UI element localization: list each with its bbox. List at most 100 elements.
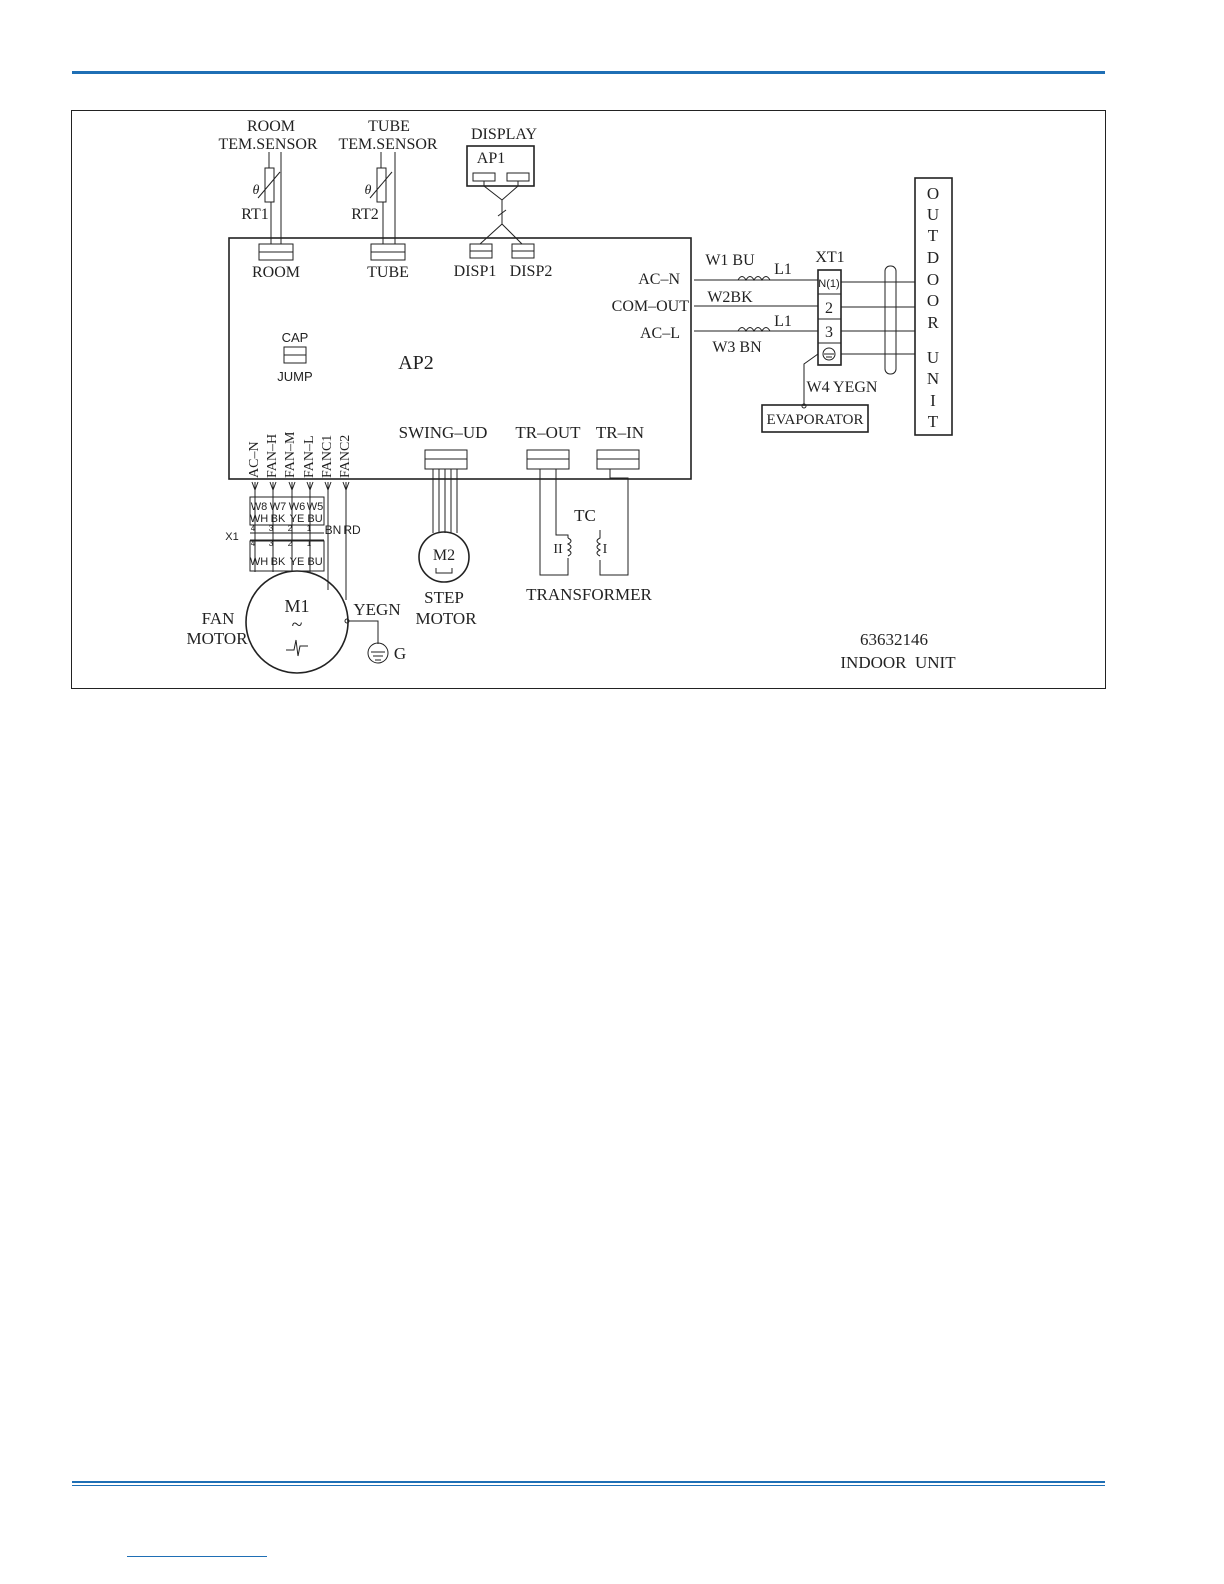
svg-text:YE: YE (290, 513, 305, 525)
wire-w4-label: W4 YEGN (807, 379, 878, 396)
tube-connector-label: TUBE (367, 264, 409, 281)
unit-label: INDOOR UNIT (840, 653, 956, 672)
svg-text:BK: BK (271, 556, 286, 568)
svg-text:BK: BK (271, 513, 286, 525)
header-rule (72, 71, 1105, 74)
tc-label: TC (574, 506, 596, 525)
outdoor-letter: O (927, 291, 939, 310)
cap-jumper: CAP JUMP (277, 330, 312, 384)
svg-text:W6: W6 (289, 501, 306, 513)
pin-fanc2-label: FANC2 (338, 435, 353, 478)
svg-text:~: ~ (292, 614, 303, 636)
x1-label: X1 (225, 531, 238, 543)
step-motor: M2 STEP MOTOR (415, 531, 477, 628)
tube-sensor-subtitle: TEM.SENSOR (338, 136, 437, 153)
disp2-label: DISP2 (510, 263, 553, 280)
terminal-3-label: 3 (825, 324, 833, 341)
svg-text:W5: W5 (307, 501, 324, 513)
part-number: 63632146 (860, 630, 928, 649)
diagram-frame (71, 110, 1106, 689)
jump-label: JUMP (277, 369, 312, 384)
svg-text:1: 1 (307, 539, 312, 548)
xt1-terminal-block: XT1 N(1) 2 3 (815, 249, 915, 375)
power-wires: W1 BU L1 W2BK L1 W3 BN (694, 252, 818, 356)
room-sensor-rt: RT1 (241, 206, 268, 223)
disp1-connector: DISP1 (454, 243, 497, 280)
svg-text:4: 4 (251, 524, 256, 533)
svg-text:3: 3 (269, 539, 274, 548)
svg-text:W7: W7 (270, 501, 287, 513)
outdoor-letter: T (928, 412, 939, 431)
outdoor-letter: I (930, 391, 936, 410)
display-board-name: AP1 (477, 150, 505, 167)
primary-winding-label: I (603, 542, 608, 557)
svg-text:BU: BU (307, 556, 322, 568)
room-connector-label: ROOM (252, 264, 300, 281)
m1-label: M1 (284, 596, 309, 616)
tr-in-label: TR–IN (596, 423, 644, 442)
outdoor-letter: R (927, 313, 939, 332)
tube-connector: TUBE (367, 243, 409, 281)
fan-motor: M1 ~ FAN MOTOR YEGN G (186, 570, 406, 674)
wire-w3-label: W3 BN (712, 339, 762, 356)
room-connector: ROOM (252, 243, 300, 281)
svg-text:2: 2 (288, 539, 293, 548)
pin-ac-n-label: AC–N (247, 441, 262, 478)
pin-fan-h-label: FAN–H (265, 434, 280, 478)
fan-connector-x1: W8 W7 W6 W5 WH BK YE BU 4 3 2 1 4 3 2 1 … (225, 481, 361, 600)
footer-rule (72, 1481, 1105, 1486)
display-board: DISPLAY AP1 (466, 126, 538, 245)
outdoor-letter: D (927, 248, 939, 267)
room-sensor: ROOM TEM.SENSOR θ RT1 (218, 118, 318, 244)
inductor-l1-label: L1 (774, 313, 792, 330)
outdoor-letter: U (927, 205, 939, 224)
disp1-label: DISP1 (454, 263, 497, 280)
room-sensor-title: ROOM (247, 118, 295, 135)
yegn-label: YEGN (353, 600, 400, 619)
xt1-label: XT1 (815, 249, 844, 266)
svg-text:YE: YE (290, 556, 305, 568)
step-motor-line1: STEP (424, 588, 464, 607)
terminal-1-label: N(1) (818, 278, 839, 290)
display-title: DISPLAY (471, 126, 538, 143)
fan-motor-line1: FAN (202, 609, 235, 628)
tube-sensor-title: TUBE (368, 118, 410, 135)
transformer: TR–OUT TR–IN TC II I TRANSFORMER (515, 423, 652, 604)
pin-fanc1-label: FANC1 (320, 435, 335, 478)
svg-text:4: 4 (251, 539, 256, 548)
theta-symbol: θ (253, 183, 260, 198)
outdoor-unit: O U T D O O R U N I T (914, 177, 953, 436)
disp2-connector: DISP2 (510, 243, 553, 280)
svg-text:2: 2 (288, 524, 293, 533)
swing-ud-connector: SWING–UD (399, 423, 487, 533)
m2-label: M2 (433, 547, 455, 564)
ac-n-label: AC–N (638, 271, 680, 288)
inductor-l1-label: L1 (774, 261, 792, 278)
secondary-winding-label: II (553, 542, 563, 557)
cap-label: CAP (282, 330, 309, 345)
transformer-label: TRANSFORMER (526, 585, 652, 604)
outdoor-letter: T (928, 226, 939, 245)
evaporator-ground: W4 YEGN EVAPORATOR (761, 353, 878, 433)
room-sensor-subtitle: TEM.SENSOR (218, 136, 317, 153)
wire-w1-label: W1 BU (705, 252, 755, 269)
fan-pin-labels: AC–N FAN–H FAN–M FAN–L FANC1 FANC2 (247, 431, 353, 478)
wire-w2-label: W2BK (707, 289, 753, 306)
pin-fan-l-label: FAN–L (302, 435, 317, 478)
step-motor-line2: MOTOR (415, 609, 477, 628)
pin-fan-m-label: FAN–M (283, 431, 298, 478)
ap2-board (228, 237, 692, 480)
ap2-label: AP2 (398, 352, 434, 374)
svg-text:WH: WH (250, 513, 268, 525)
tube-sensor-rt: RT2 (351, 206, 378, 223)
svg-text:3: 3 (269, 524, 274, 533)
ac-l-label: AC–L (640, 325, 680, 342)
svg-text:BU: BU (307, 513, 322, 525)
tube-sensor: TUBE TEM.SENSOR θ RT2 (338, 118, 438, 244)
outdoor-letter: O (927, 184, 939, 203)
outdoor-letter: N (927, 369, 939, 388)
tr-out-label: TR–OUT (515, 423, 581, 442)
theta-symbol: θ (365, 183, 372, 198)
svg-text:W8: W8 (251, 501, 268, 513)
